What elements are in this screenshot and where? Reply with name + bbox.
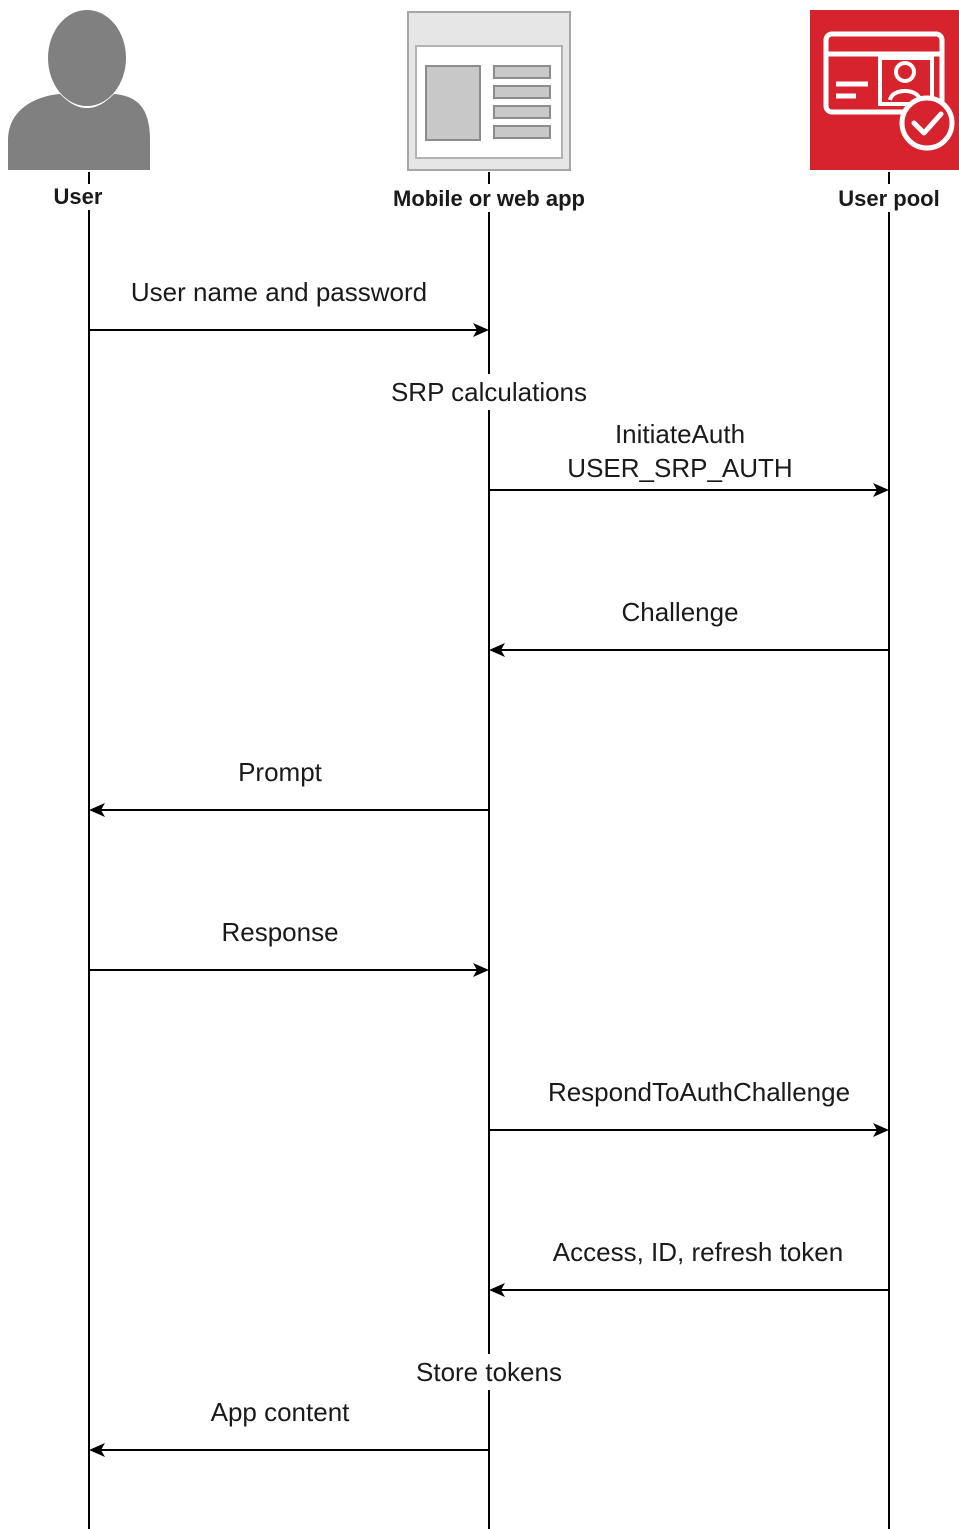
message-prompt: Prompt (89, 757, 489, 817)
actor-app: Mobile or web app (382, 11, 596, 212)
message-label: Response (221, 917, 338, 947)
arrowhead-left-icon (489, 1283, 505, 1297)
message-label: User name and password (131, 277, 427, 307)
message-label: Access, ID, refresh token (553, 1237, 843, 1267)
message-label-line-1: InitiateAuth (615, 419, 745, 449)
user-silhouette-icon (8, 10, 150, 170)
actor-pool: User pool (810, 10, 959, 212)
message-label: RespondToAuthChallenge (548, 1077, 850, 1107)
arrowhead-right-icon (873, 483, 889, 497)
message-response: Response (89, 917, 489, 977)
note-label: SRP calculations (391, 377, 587, 407)
message-tokens: Access, ID, refresh token (489, 1237, 889, 1297)
actor-label-app: Mobile or web app (393, 186, 585, 211)
note-label: Store tokens (416, 1357, 562, 1387)
note-store-tokens: Store tokens (406, 1354, 572, 1390)
arrowhead-right-icon (473, 963, 489, 977)
arrowhead-right-icon (873, 1123, 889, 1137)
arrowhead-left-icon (89, 803, 105, 817)
arrowhead-right-icon (473, 323, 489, 337)
message-label: Challenge (621, 597, 738, 627)
actor-label-user: User (54, 184, 103, 209)
arrowhead-left-icon (89, 1443, 105, 1457)
message-label: Prompt (238, 757, 323, 787)
message-app-content: App content (89, 1397, 489, 1457)
message-user-name-and-password: User name and password (89, 277, 489, 337)
message-initiateauth: InitiateAuth USER_SRP_AUTH (489, 419, 889, 497)
message-label: App content (211, 1397, 351, 1427)
web-app-icon (407, 11, 571, 171)
message-label-line-2: USER_SRP_AUTH (567, 453, 792, 483)
actor-label-pool: User pool (838, 186, 939, 211)
user-pool-icon (810, 10, 959, 170)
arrowhead-left-icon (489, 643, 505, 657)
note-srp-calculations: SRP calculations (380, 374, 598, 410)
message-respondtoauthchallenge: RespondToAuthChallenge (489, 1077, 889, 1137)
actor-user: User (8, 10, 150, 210)
message-challenge: Challenge (489, 597, 889, 657)
